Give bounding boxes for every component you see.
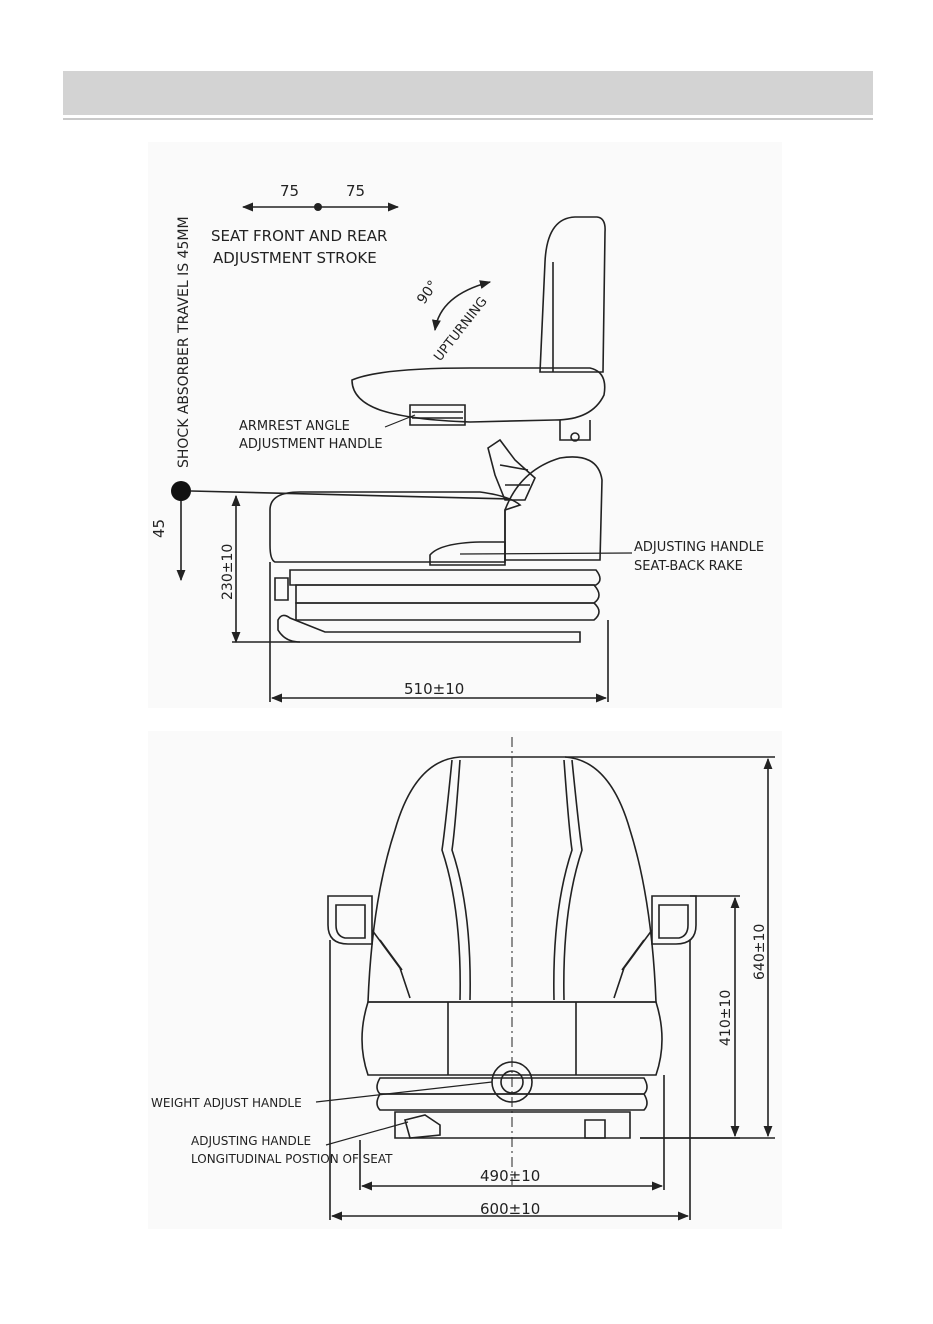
travel-value: 45 [150,519,168,538]
front-view-drawing [316,737,775,1220]
angle-label: 90° [414,278,441,308]
backrake-label-line2: SEAT-BACK RAKE [634,559,743,574]
seat-cushion-side [270,492,520,562]
height-dimension-label: 230±10 [220,544,236,600]
stroke-label-line1: SEAT FRONT AND REAR [211,227,387,245]
armrest-label-line2: ADJUSTMENT HANDLE [239,437,383,452]
backrest-side [540,217,605,372]
longitudinal-label-line1: ADJUSTING HANDLE [191,1134,311,1148]
reference-point-dot [171,481,191,501]
stroke-rear-value: 75 [346,182,365,200]
armrest-label-line1: ARMREST ANGLE [239,419,350,434]
total-height-label: 640±10 [752,924,768,980]
suspension-side [290,570,600,585]
upturning-label: UPTURNING [431,294,490,364]
inner-width-label: 490±10 [480,1167,540,1185]
armrest-height-label: 410±10 [718,990,734,1046]
weight-handle-label: WEIGHT ADJUST HANDLE [151,1096,302,1110]
stroke-front-value: 75 [280,182,299,200]
outer-width-label: 600±10 [480,1200,540,1218]
shock-travel-label: SHOCK ABSORBER TRAVEL IS 45MM [176,216,192,468]
side-view-drawing [171,203,608,702]
stroke-label-line2: ADJUSTMENT STROKE [213,249,377,267]
longitudinal-label-line2: LONGITUDINAL POSTION OF SEAT [191,1152,393,1166]
length-dimension-label: 510±10 [404,680,464,698]
armrest-side [352,368,605,422]
backrake-label-line1: ADJUSTING HANDLE [634,540,764,555]
